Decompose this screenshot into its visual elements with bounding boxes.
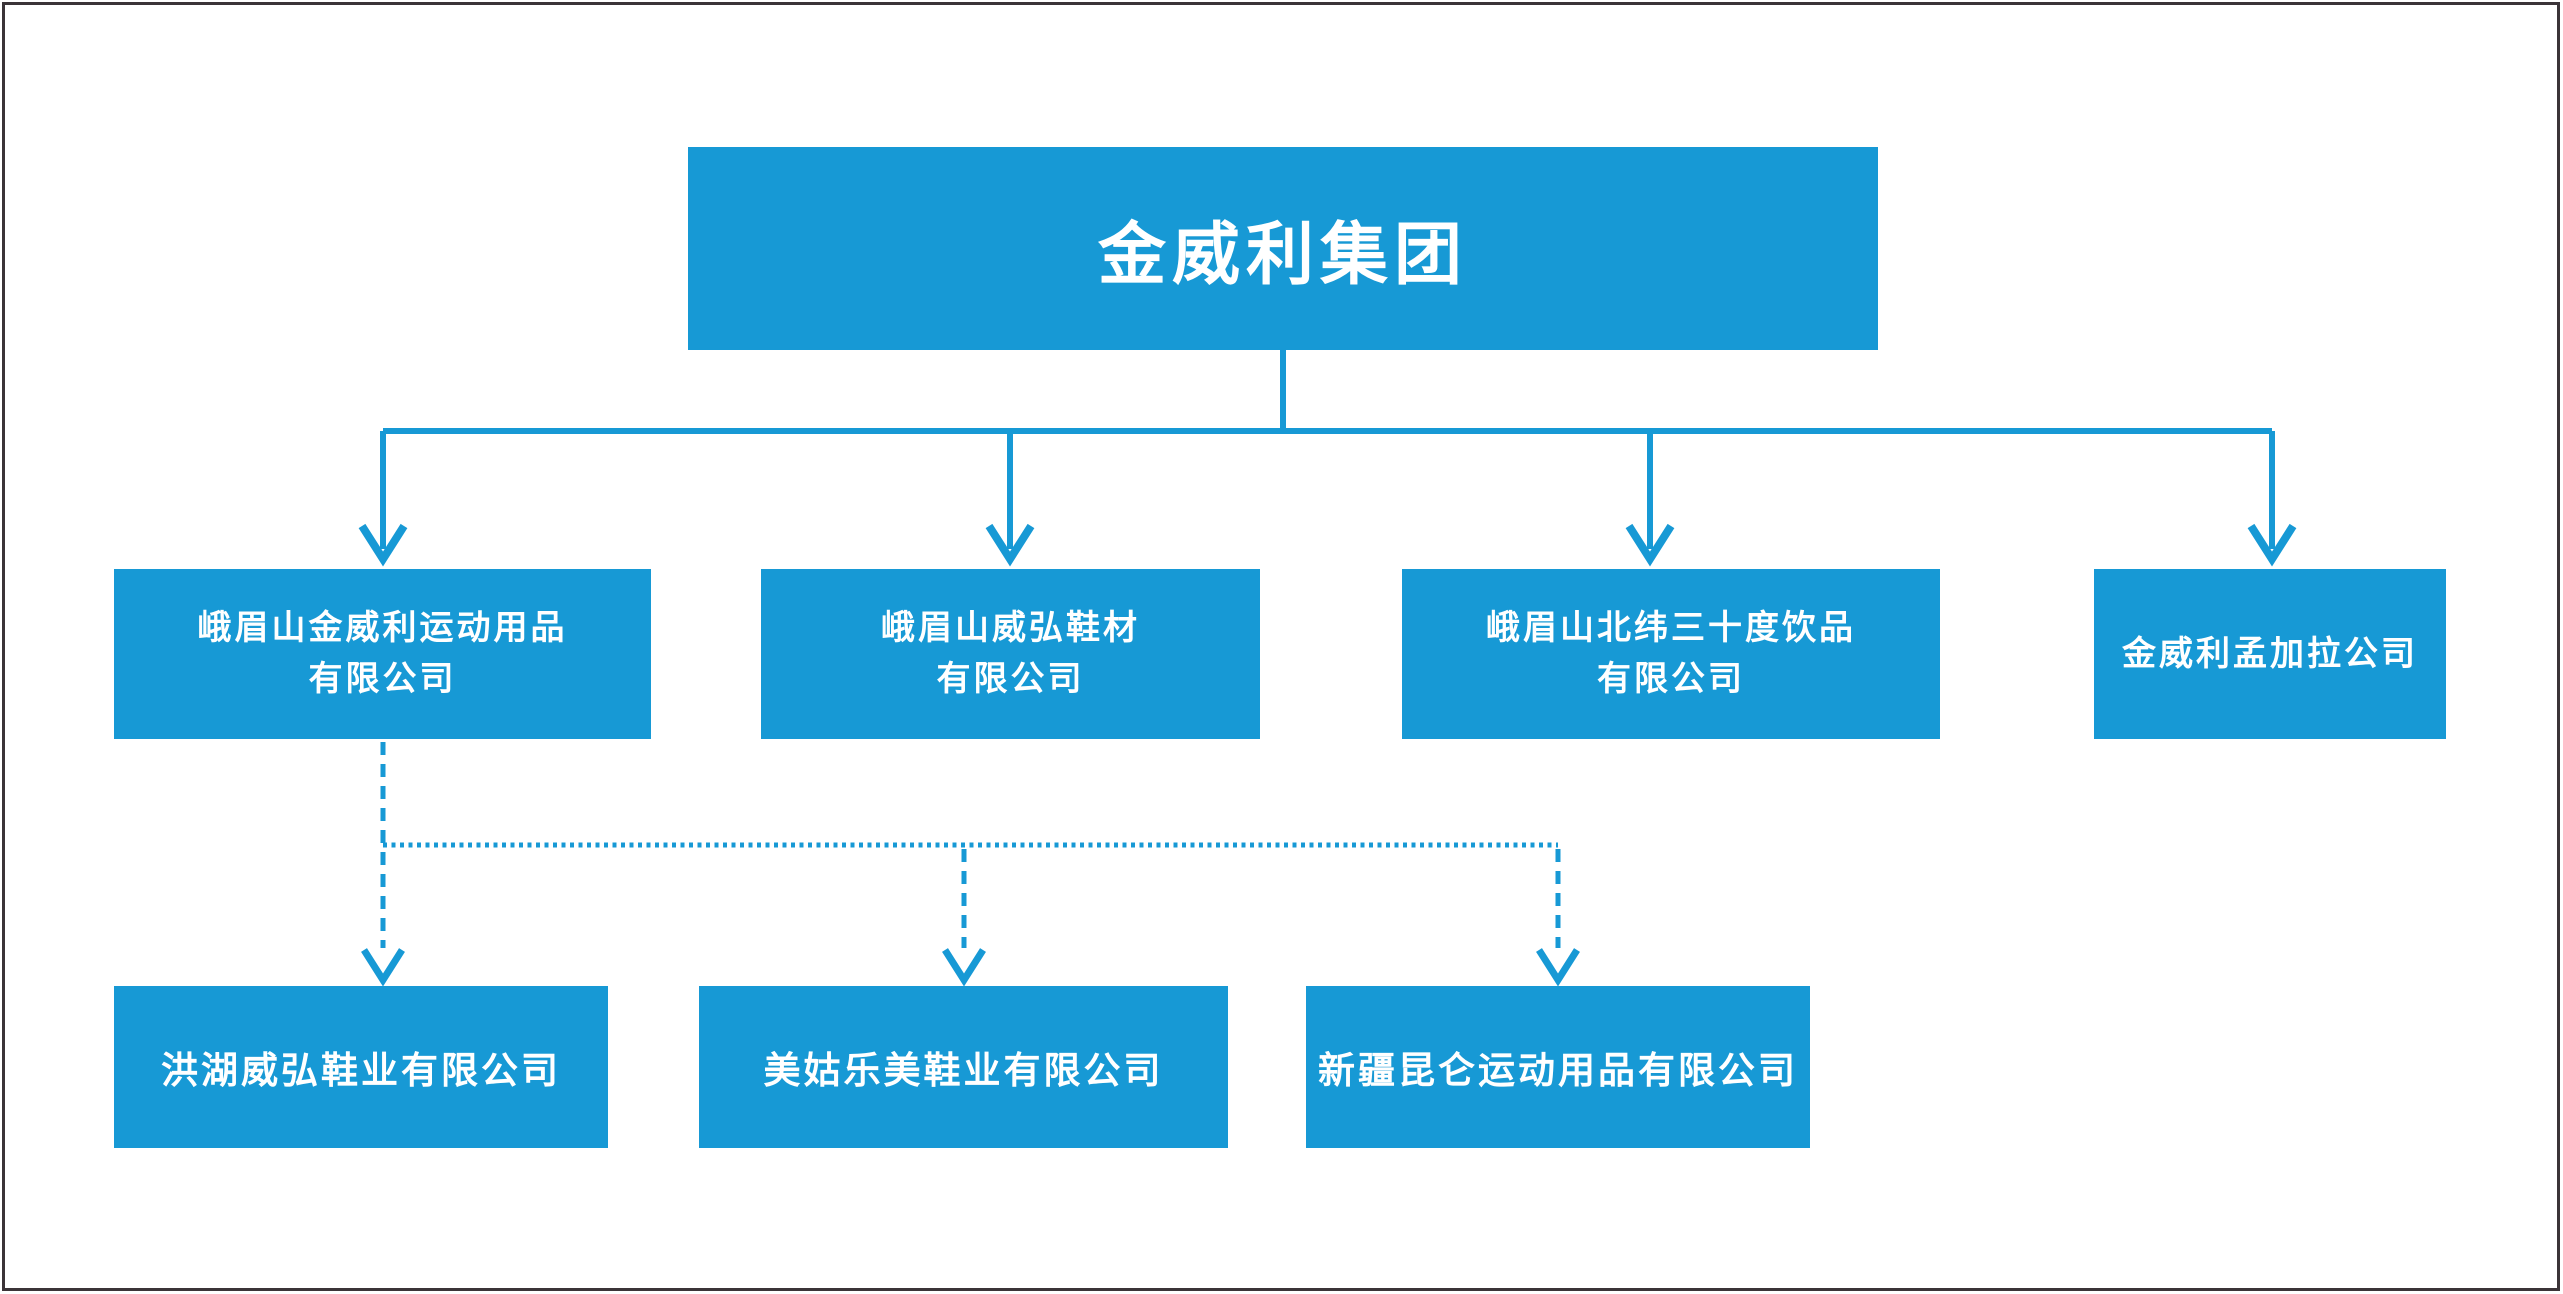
arrow-down-icon bbox=[2247, 523, 2297, 567]
node-label: 美姑乐美鞋业有限公司 bbox=[763, 1049, 1164, 1092]
edges-root-to-subsidiaries bbox=[358, 347, 2297, 567]
org-node-group-root: 金威利集团 bbox=[688, 147, 1878, 350]
edges-sub1-to-subsubsidiaries bbox=[361, 742, 1580, 987]
node-label-line: 有限公司 bbox=[308, 659, 457, 699]
node-label-line: 峨眉山金威利运动用品 bbox=[197, 608, 568, 648]
node-label: 金威利孟加拉公司 bbox=[2122, 633, 2418, 674]
node-label: 新疆昆仑运动用品有限公司 bbox=[1318, 1049, 1798, 1092]
org-node-jinweili-bangladesh: 金威利孟加拉公司 bbox=[2094, 569, 2446, 739]
org-node-meigu-lemei-footwear: 美姑乐美鞋业有限公司 bbox=[699, 986, 1228, 1148]
arrow-down-icon bbox=[361, 948, 405, 987]
org-node-emeishan-30th-parallel-beverages: 峨眉山北纬三十度饮品 有限公司 bbox=[1402, 569, 1940, 739]
node-label-line: 峨眉山威弘鞋材 bbox=[881, 608, 1140, 648]
org-node-honghu-weihong-footwear: 洪湖威弘鞋业有限公司 bbox=[114, 986, 608, 1148]
arrow-down-icon bbox=[1536, 948, 1580, 987]
node-label-line: 有限公司 bbox=[936, 659, 1085, 699]
node-label: 洪湖威弘鞋业有限公司 bbox=[161, 1049, 561, 1092]
arrow-down-icon bbox=[985, 523, 1035, 567]
node-label-line: 有限公司 bbox=[1597, 659, 1745, 699]
node-label-line: 峨眉山北纬三十度饮品 bbox=[1486, 608, 1856, 648]
arrow-down-icon bbox=[358, 523, 408, 567]
arrow-down-icon bbox=[942, 948, 986, 987]
arrow-down-icon bbox=[1625, 523, 1675, 567]
org-node-emeishan-jinweili-sporting-goods: 峨眉山金威利运动用品 有限公司 bbox=[114, 569, 651, 739]
org-node-emeishan-weihong-shoe-materials: 峨眉山威弘鞋材 有限公司 bbox=[761, 569, 1260, 739]
org-node-xinjiang-kunlun-sporting-goods: 新疆昆仑运动用品有限公司 bbox=[1306, 986, 1810, 1148]
node-label: 金威利集团 bbox=[1097, 216, 1468, 295]
